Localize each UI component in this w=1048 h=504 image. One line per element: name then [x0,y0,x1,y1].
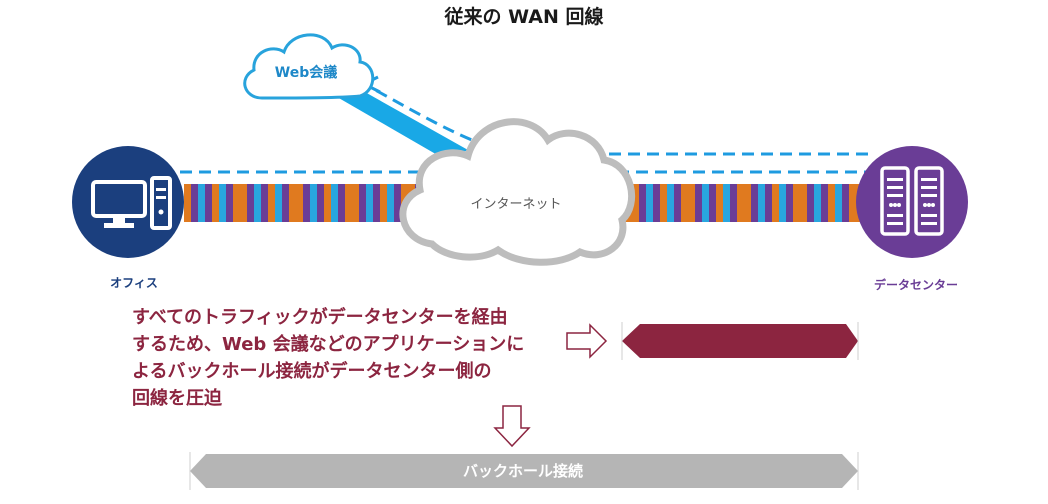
traffic-stripe [352,184,359,222]
traffic-stripe [772,184,779,222]
traffic-stripe [233,184,240,222]
traffic-stripe [268,184,275,222]
traffic-stripe [191,184,198,222]
traffic-stripe [723,184,730,222]
traffic-stripe [219,184,226,222]
datacenter-node [856,146,968,258]
traffic-stripe [765,184,772,222]
traffic-stripe [744,184,751,222]
traffic-stripe [331,184,338,222]
traffic-stripe [786,184,793,222]
traffic-stripe [667,184,674,222]
traffic-stripe [842,184,849,222]
traffic-stripe [275,184,282,222]
traffic-stripe [359,184,366,222]
traffic-stripe [737,184,744,222]
traffic-stripe [758,184,765,222]
traffic-stripe [709,184,716,222]
traffic-stripe [205,184,212,222]
traffic-stripe [835,184,842,222]
traffic-stripe [394,184,401,222]
traffic-stripe [807,184,814,222]
traffic-stripe [849,184,856,222]
office-node [72,146,184,258]
server-rack-icon [880,166,944,236]
traffic-stripe [688,184,695,222]
traffic-stripe [716,184,723,222]
traffic-stripe [751,184,758,222]
traffic-stripe [303,184,310,222]
traffic-stripe [373,184,380,222]
traffic-stripe [289,184,296,222]
traffic-stripe [198,184,205,222]
traffic-stripe [821,184,828,222]
traffic-stripe [646,184,653,222]
traffic-stripe [632,184,639,222]
office-label: オフィス [110,276,158,290]
traffic-stripe [345,184,352,222]
traffic-stripe [380,184,387,222]
diagram-title: 従来の WAN 回線 [444,6,604,28]
datacenter-label: データセンター [874,277,958,292]
traffic-stripe [793,184,800,222]
traffic-stripe [828,184,835,222]
down-arrow-icon [493,405,531,448]
traffic-stripe [800,184,807,222]
web-conference-cloud [243,33,375,100]
traffic-stripe [247,184,254,222]
traffic-stripe [695,184,702,222]
desktop-computer-icon [91,176,172,230]
traffic-stripe [674,184,681,222]
traffic-stripe [660,184,667,222]
traffic-stripe [212,184,219,222]
traffic-stripe [226,184,233,222]
web-conference-traffic-path [318,78,468,160]
backhaul-bar [190,454,858,488]
traffic-stripe [261,184,268,222]
explanation-line: 回線を圧迫 [132,388,222,409]
traffic-stripe [681,184,688,222]
internet-label: インターネット [470,197,561,212]
web-conference-label: Web会議 [275,64,337,81]
explanation-line: よるバックホール接続がデータセンター側の [132,361,492,382]
datacenter-congestion-bar [622,324,858,358]
traffic-stripe [324,184,331,222]
traffic-stripe [639,184,646,222]
traffic-stripe [387,184,394,222]
traffic-stripe [282,184,289,222]
traffic-stripe [338,184,345,222]
traffic-stripe [184,184,191,222]
traffic-stripe [310,184,317,222]
traffic-stripe [702,184,709,222]
backhaul-label: バックホール接続 [462,462,583,480]
internet-cloud [399,118,636,266]
traffic-stripe [240,184,247,222]
right-arrow-icon [566,323,608,359]
traffic-stripe [653,184,660,222]
traffic-stripe [779,184,786,222]
traffic-stripe [730,184,737,222]
traffic-stripe [317,184,324,222]
traffic-stripe [296,184,303,222]
traffic-stripe [366,184,373,222]
traffic-stripe [814,184,821,222]
explanation-text: すべてのトラフィックがデータセンターを経由 するため、Web 会議などのアプリケ… [132,304,562,412]
explanation-line: すべてのトラフィックがデータセンターを経由 [132,307,508,328]
traffic-stripe [254,184,261,222]
explanation-line: するため、Web 会議などのアプリケーションに [132,334,525,355]
